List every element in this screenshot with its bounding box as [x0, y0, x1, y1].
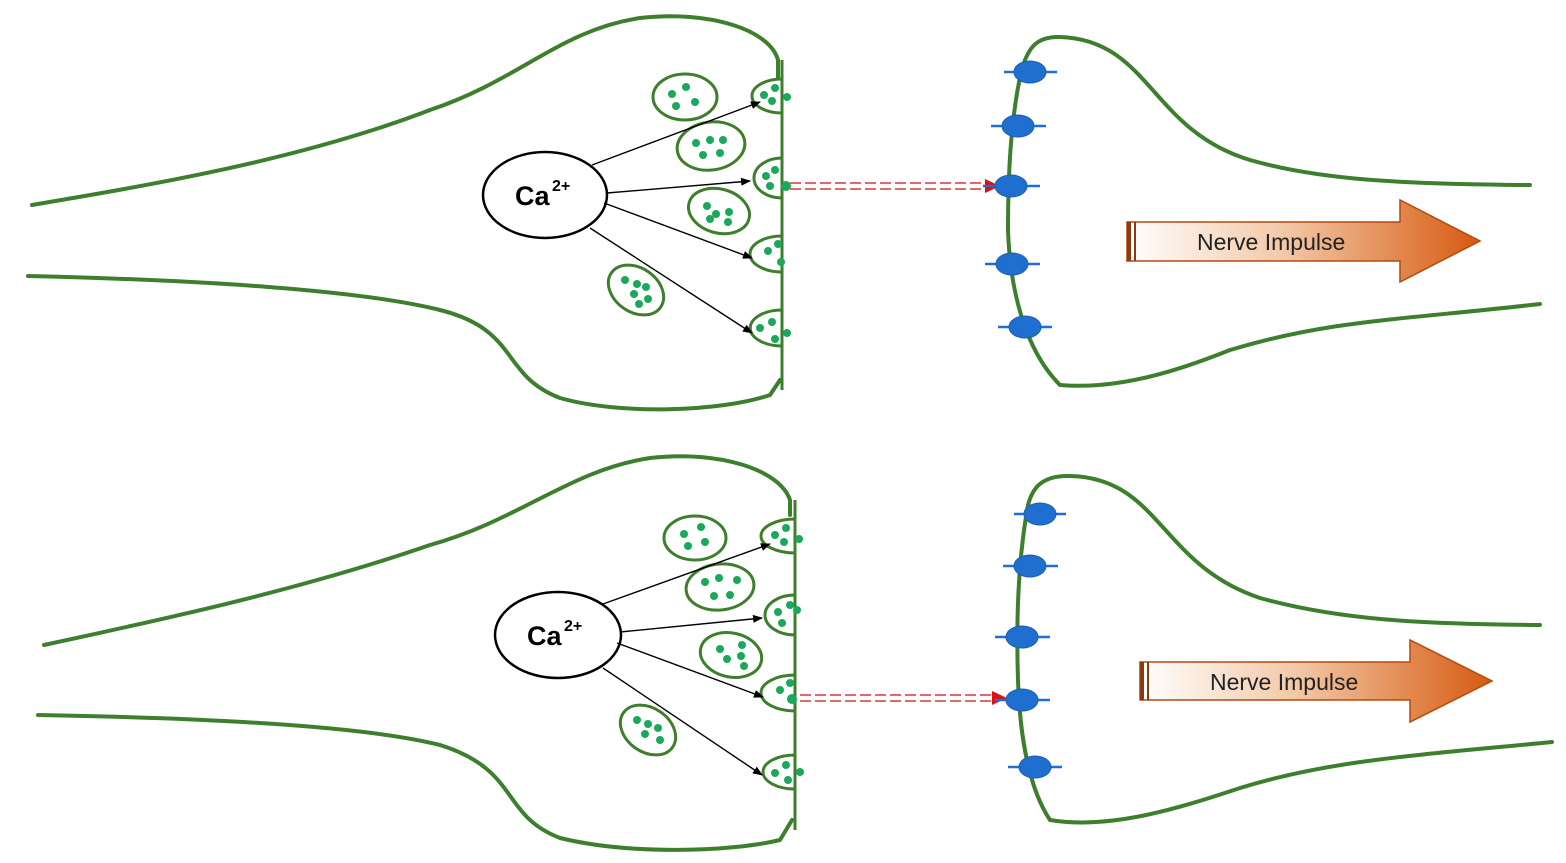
- synaptic-vesicles: [618, 514, 764, 757]
- neurotransmitter-signal: [800, 691, 1007, 705]
- vesicle: [606, 263, 666, 317]
- neurotransmitter-signal: [790, 179, 1000, 193]
- synapse-panel-top: Ca 2+: [26, 14, 1542, 412]
- receptor: [1013, 60, 1047, 84]
- vesicle: [684, 562, 756, 612]
- nerve-impulse-label: Nerve Impulse: [1197, 229, 1345, 255]
- calcium-charge: 2+: [564, 618, 582, 635]
- nerve-impulse-arrow: Nerve Impulse: [1126, 198, 1482, 284]
- vesicle: [675, 120, 747, 172]
- synapse-panel-bottom: Ca 2+: [36, 454, 1554, 852]
- synaptic-vesicles: [606, 72, 751, 317]
- nerve-impulse-arrow: Nerve Impulse: [1139, 638, 1494, 724]
- calcium-label: Ca: [527, 621, 562, 651]
- receptor: [1018, 755, 1052, 779]
- vesicle: [698, 631, 764, 679]
- docked-vesicles: [759, 517, 804, 791]
- receptors: [995, 502, 1066, 779]
- calcium-arrows: [589, 101, 761, 334]
- receptor: [1001, 114, 1035, 138]
- receptor: [1013, 554, 1047, 578]
- calcium-ion: Ca 2+: [493, 590, 623, 680]
- docked-vesicles: [748, 77, 791, 348]
- calcium-arrows: [602, 543, 771, 776]
- docked-vesicle: [761, 753, 797, 791]
- calcium-ion: Ca 2+: [481, 150, 609, 240]
- postsynaptic-terminal: [1006, 34, 1542, 388]
- vesicle: [651, 72, 719, 122]
- calcium-label: Ca: [515, 181, 550, 211]
- presynaptic-terminal: [36, 454, 797, 852]
- presynaptic-terminal: [26, 14, 784, 412]
- nerve-impulse-label: Nerve Impulse: [1210, 669, 1358, 695]
- vesicle: [618, 703, 678, 757]
- calcium-charge: 2+: [552, 178, 570, 195]
- receptors: [983, 60, 1057, 339]
- receptor: [1005, 688, 1039, 712]
- vesicle: [687, 186, 751, 236]
- postsynaptic-terminal: [1015, 473, 1554, 825]
- receptor: [995, 252, 1029, 276]
- vesicle: [662, 514, 728, 562]
- receptor: [994, 174, 1028, 198]
- receptor: [1023, 502, 1057, 526]
- receptor: [1008, 315, 1042, 339]
- receptor: [1005, 625, 1039, 649]
